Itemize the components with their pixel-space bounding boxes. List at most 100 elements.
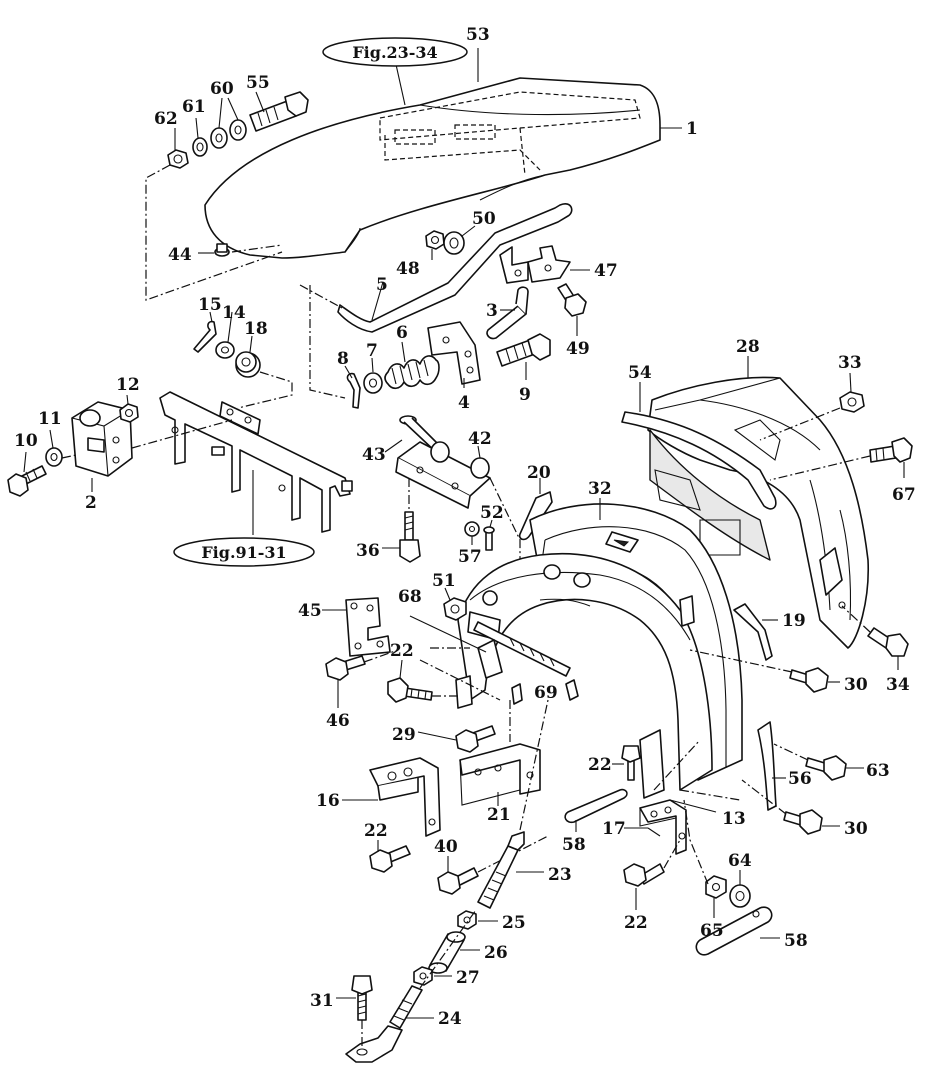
- centerline-46: [363, 649, 399, 663]
- callout-9: 9: [519, 385, 531, 405]
- nut-65: [705, 875, 727, 899]
- callout-34: 34: [886, 675, 910, 695]
- centerline-63: [773, 743, 809, 761]
- callout-28: 28: [736, 337, 760, 357]
- callout-58-b: 58: [784, 931, 808, 951]
- bolt-30-b: [783, 809, 823, 835]
- hood-cover: [204, 77, 661, 259]
- callout-56: 56: [788, 769, 812, 789]
- callout-5: 5: [376, 275, 388, 295]
- leader-11: [49, 429, 54, 449]
- callout-30-b: 30: [844, 819, 868, 839]
- bracket-47: [499, 245, 571, 284]
- callout-22-d: 22: [624, 913, 648, 933]
- callout-30-a: 30: [844, 675, 868, 695]
- callout-32: 32: [588, 479, 612, 499]
- callout-44: 44: [168, 245, 192, 265]
- washer-61: [192, 137, 208, 157]
- callout-1: 1: [686, 119, 698, 139]
- callout-13: 13: [722, 809, 746, 829]
- centerline-42: [489, 477, 521, 560]
- callout-7: 7: [366, 341, 378, 361]
- leader-51: [444, 587, 451, 601]
- nut-33: [839, 391, 865, 413]
- leader-42: [477, 445, 481, 459]
- pipe-69: [511, 679, 579, 705]
- centerline-24: [419, 909, 477, 989]
- bolt-49: [557, 283, 587, 317]
- centerline-30a: [689, 649, 793, 673]
- reference-top[interactable]: Fig.23-34: [322, 37, 468, 67]
- leader-29: [417, 731, 457, 741]
- leader-5: [371, 281, 384, 321]
- strip-58-b: [695, 906, 773, 956]
- centerline-13: [653, 739, 741, 801]
- reference-bottom[interactable]: Fig.91-31: [173, 537, 315, 567]
- callout-22-b: 22: [364, 821, 388, 841]
- callout-48: 48: [396, 259, 420, 279]
- bolt-67: [869, 437, 913, 463]
- nut-12: [119, 403, 139, 423]
- callout-47: 47: [594, 261, 618, 281]
- callout-22-c: 22: [588, 755, 612, 775]
- callout-42: 42: [468, 429, 492, 449]
- centerline-33: [759, 407, 841, 441]
- strip-54: [621, 411, 777, 510]
- strip-58-a: [564, 788, 628, 824]
- callout-3: 3: [486, 301, 498, 321]
- callout-50: 50: [472, 209, 496, 229]
- callout-21: 21: [487, 805, 511, 825]
- callout-63: 63: [866, 761, 890, 781]
- bracket-17: [639, 799, 687, 855]
- leader-52: [489, 519, 493, 528]
- cotter-pin-8: [346, 372, 361, 409]
- leader-43: [384, 439, 403, 453]
- bolt-40: [437, 867, 479, 895]
- callout-11: 11: [38, 409, 62, 429]
- callout-45: 45: [298, 601, 322, 621]
- bolt-34: [867, 627, 909, 657]
- callout-20: 20: [527, 463, 551, 483]
- bolt-9: [496, 333, 551, 367]
- bolt-31: [351, 975, 373, 1021]
- washer-11: [45, 447, 63, 467]
- callout-69: 69: [534, 683, 558, 703]
- centerline-22d: [663, 839, 681, 869]
- callout-65: 65: [700, 921, 724, 941]
- pin-52: [483, 526, 495, 551]
- grommet-44: [214, 243, 230, 257]
- washer-60: [210, 119, 247, 149]
- bolt-22-a: [387, 677, 433, 703]
- leader-22a: [399, 659, 403, 679]
- hinge-42: [395, 441, 491, 509]
- bolt-22-b: [369, 845, 411, 873]
- callout-58-a: 58: [562, 835, 586, 855]
- callout-23: 23: [548, 865, 572, 885]
- centerline-34: [841, 605, 871, 633]
- nut-48: [425, 230, 445, 250]
- reference-bottom-label: Fig.91-31: [201, 543, 286, 562]
- callout-55: 55: [246, 73, 270, 93]
- bolt-63: [805, 755, 847, 781]
- strip-19: [733, 603, 773, 661]
- nut-27: [413, 966, 433, 986]
- rod-23: [477, 831, 525, 909]
- bracket-21: [459, 743, 541, 806]
- callout-36: 36: [356, 541, 380, 561]
- callout-26: 26: [484, 943, 508, 963]
- leader-15: [209, 311, 213, 323]
- callout-67: 67: [892, 485, 916, 505]
- nut-51: [443, 597, 467, 621]
- callout-2: 2: [85, 493, 97, 513]
- leader-8: [344, 365, 353, 379]
- cotter-pin-15: [193, 320, 217, 353]
- callout-29: 29: [392, 725, 416, 745]
- callout-24: 24: [438, 1009, 462, 1029]
- rod-5: [337, 203, 573, 333]
- leader-17: [624, 827, 661, 837]
- callout-22-a: 22: [390, 641, 414, 661]
- centerline-65: [683, 799, 709, 885]
- centerline-68: [419, 647, 501, 701]
- callout-46: 46: [326, 711, 350, 731]
